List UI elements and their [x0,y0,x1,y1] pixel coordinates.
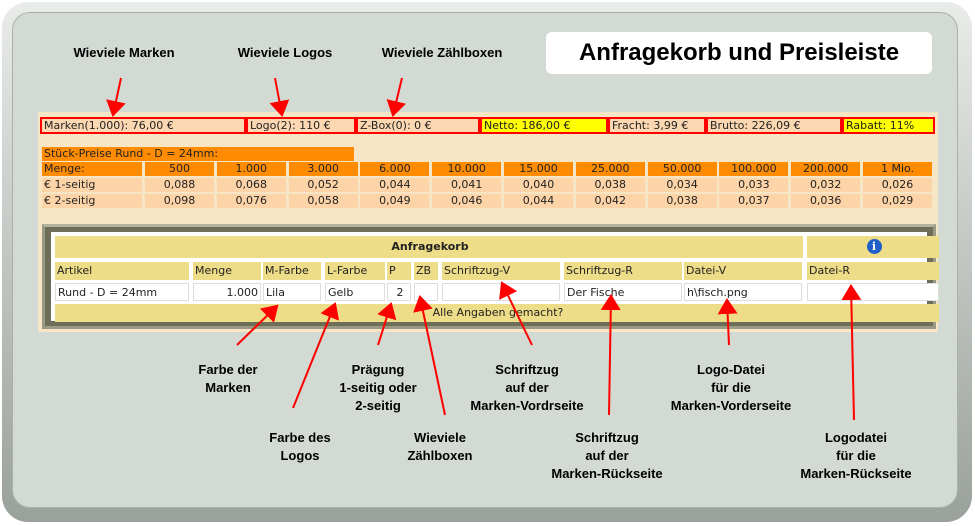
label-line: Marken-Vordrseite [470,398,584,413]
info-icon[interactable]: i [807,236,939,258]
price-value: 0,026 [863,178,932,192]
price-value: 0,052 [288,178,358,192]
price-quantity: 6.000 [360,162,430,176]
basket-header-artikel: Artikel [55,262,189,280]
basket-field-l-farbe[interactable]: Gelb [325,283,385,301]
basket-title: Anfragekorb [55,236,803,258]
basket-field-datei-r[interactable] [807,283,939,301]
label-line: für die [836,448,876,463]
label-line: 1-seitig oder [339,380,417,395]
label-wieviele-marken: Wieviele Marken [73,45,175,60]
label-line: Schriftzug [495,362,559,377]
label-line: Zählboxen [407,448,473,463]
label-line: Logo-Datei [697,362,765,377]
label-line: auf der [505,380,549,395]
total-logo: Logo(2): 110 € [246,117,356,134]
basket-header-zb: ZB [414,262,438,280]
price-title: Stück-Preise Rund - D = 24mm: [42,147,354,161]
total-fracht: Fracht: 3,99 € [608,117,706,134]
label-line: Farbe der [198,362,258,377]
basket-header-l-farbe: L-Farbe [325,262,385,280]
price-quantity: 500 [145,162,214,176]
price-value: 0,042 [575,194,645,208]
label-line: Wieviele [414,430,466,445]
basket-header-datei-v: Datei-V [684,262,802,280]
price-value: 0,044 [504,194,573,208]
price-value: 0,029 [863,194,932,208]
label-line: auf der [585,448,629,463]
basket-header-m-farbe: M-Farbe [263,262,321,280]
price-value: 0,098 [145,194,214,208]
price-value: 0,049 [360,194,430,208]
price-value: 0,068 [216,178,286,192]
label-line: Marken-Rückseite [551,466,663,481]
price-row-label: € 2-seitig [42,194,142,208]
price-value: 0,046 [432,194,502,208]
label-wieviele-logos: Wieviele Logos [237,45,333,60]
total-zbox: Z-Box(0): 0 € [356,117,480,134]
label-line: Marken-Rückseite [800,466,912,481]
price-value: 0,044 [360,178,430,192]
basket-header-datei-r: Datei-R [807,262,939,280]
price-value: 0,038 [575,178,645,192]
price-quantity: 1 Mio. [863,162,932,176]
price-value: 0,058 [288,194,358,208]
basket-header-p: P [387,262,411,280]
basket-header-schriftzug-v: Schriftzug-V [442,262,560,280]
total-marken: Marken(1.000): 76,00 € [40,117,246,134]
basket-field-artikel[interactable]: Rund - D = 24mm [55,283,189,301]
price-quantity: 50.000 [647,162,717,176]
price-header-label: Menge: [42,162,142,176]
price-value: 0,088 [145,178,214,192]
total-netto: Netto: 186,00 € [480,117,608,134]
total-rabatt: Rabatt: 11% [842,117,935,134]
price-value: 0,038 [647,194,717,208]
basket-field-datei-v[interactable]: h\fisch.png [684,283,802,301]
label-line: für die [711,380,751,395]
label-line: 2-seitig [355,398,401,413]
price-value: 0,034 [647,178,717,192]
price-value: 0,033 [719,178,789,192]
price-quantity: 10.000 [432,162,502,176]
label-line: Logos [280,448,320,463]
price-quantity: 100.000 [719,162,789,176]
label-wieviele-zaehlboxen: Wieviele Zählboxen [381,45,503,60]
label-line: Marken [205,380,251,395]
label-line: Farbe des [269,430,331,445]
price-value: 0,041 [432,178,502,192]
price-value: 0,032 [791,178,861,192]
price-quantity: 3.000 [288,162,358,176]
basket-header-schriftzug-r: Schriftzug-R [564,262,682,280]
price-value: 0,037 [719,194,789,208]
price-value: 0,076 [216,194,286,208]
total-brutto: Brutto: 226,09 € [706,117,842,134]
price-quantity: 25.000 [575,162,645,176]
price-quantity: 1.000 [216,162,286,176]
price-value: 0,040 [504,178,573,192]
label-line: Schriftzug [575,430,639,445]
basket-field-p[interactable]: 2 [387,283,411,301]
page-title: Anfragekorb und Preisleiste [546,32,932,74]
label-line: Logodatei [824,430,888,445]
price-quantity: 15.000 [504,162,573,176]
basket-field-schriftzug-r[interactable]: Der Fische [564,283,682,301]
basket-header-menge: Menge [193,262,261,280]
price-row-label: € 1-seitig [42,178,142,192]
price-quantity: 200.000 [791,162,861,176]
label-line: Marken-Vorderseite [670,398,792,413]
basket-field-m-farbe[interactable]: Lila [263,283,321,301]
price-value: 0,036 [791,194,861,208]
basket-field-menge[interactable]: 1.000 [193,283,261,301]
label-praegung: Prägung 1-seitig oder 2-seitig [339,361,416,415]
label-line: Prägung [351,362,405,377]
